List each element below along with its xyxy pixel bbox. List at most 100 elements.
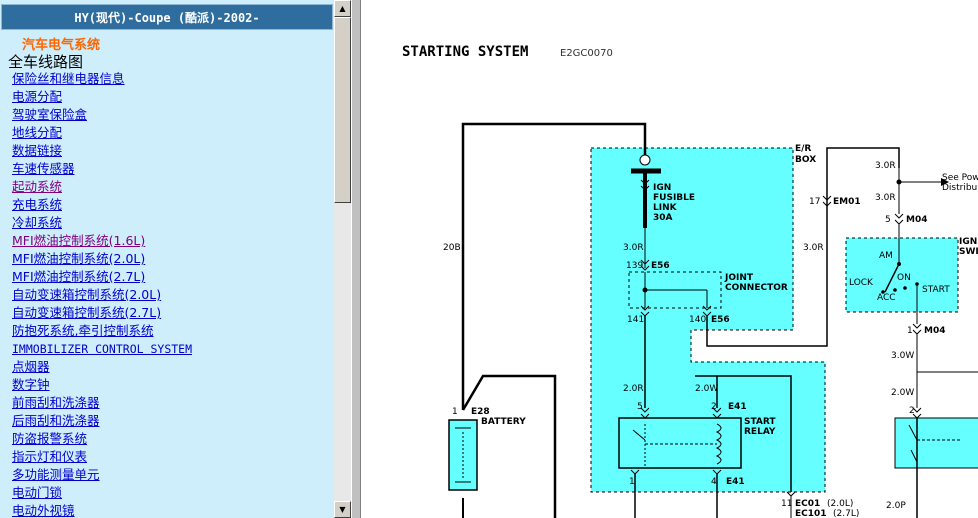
wire-label-30r-b: 3.0R bbox=[803, 243, 824, 253]
ign-switch-label-2: SWI bbox=[959, 247, 978, 257]
diagram-link[interactable]: IMMOBILIZER CONTROL SYSTEM bbox=[12, 342, 193, 356]
connector-ec101: EC101 bbox=[795, 509, 827, 518]
connector-e28: E28 bbox=[471, 407, 490, 417]
pin-1: 1 bbox=[629, 477, 635, 487]
diagram-link[interactable]: 驾驶室保险盒 bbox=[12, 107, 88, 122]
sidebar-scrollbar[interactable]: ▲ ▼ bbox=[334, 0, 351, 518]
see-power-label-1: See Pow bbox=[942, 173, 978, 183]
pin-5: 5 bbox=[637, 402, 643, 412]
diagram-link[interactable]: 电源分配 bbox=[12, 89, 63, 104]
connector-ec01: EC01 bbox=[795, 499, 820, 509]
switch-pos-lock: LOCK bbox=[849, 278, 874, 288]
diagram-link[interactable]: 指示灯和仪表 bbox=[12, 449, 88, 464]
pin-139: 139 bbox=[626, 261, 643, 271]
ign-switch-label-1: IGNI bbox=[959, 237, 978, 247]
wire-label-30r-a: 3.0R bbox=[623, 243, 644, 253]
start-relay bbox=[618, 417, 742, 469]
wire-label-30r-c: 3.0R bbox=[875, 161, 896, 171]
diagram-link[interactable]: 防抱死系统,牵引控制系统 bbox=[12, 323, 154, 338]
diagram-link[interactable]: 自动变速箱控制系统(2.7L) bbox=[12, 305, 162, 320]
diagram-link[interactable]: 地线分配 bbox=[12, 125, 63, 140]
see-power-label-2: Distribu bbox=[942, 183, 977, 193]
diagram-link[interactable]: MFI燃油控制系统(1.6L) bbox=[12, 233, 146, 248]
diagram-link[interactable]: 保险丝和继电器信息 bbox=[12, 71, 125, 86]
switch-pos-on: ON bbox=[897, 273, 911, 283]
navigation-frame: HY(现代)-Coupe (酷派)-2002- 汽车电气系统 全车线路图 保险丝… bbox=[0, 0, 334, 518]
diagram-link-list: 保险丝和继电器信息电源分配驾驶室保险盒地线分配数据链接车速传感器起动系统充电系统… bbox=[12, 70, 192, 518]
diagram-link[interactable]: 起动系统 bbox=[12, 179, 63, 194]
joint-connector-label-1: JOINT bbox=[724, 273, 754, 283]
joint-connector-label-2: CONNECTOR bbox=[725, 283, 788, 293]
wire-battery-start bbox=[461, 374, 557, 518]
pin-11: 11 bbox=[781, 499, 792, 509]
wire-label-20r: 2.0R bbox=[623, 384, 644, 394]
battery-symbol bbox=[448, 419, 478, 491]
vehicle-model-header: HY(现代)-Coupe (酷派)-2002- bbox=[1, 4, 333, 30]
pin-140: 140 bbox=[689, 315, 706, 325]
section-title: 全车线路图 bbox=[8, 53, 84, 71]
diagram-link[interactable]: 电动外视镜 bbox=[12, 503, 75, 518]
wire-label-30w: 3.0W bbox=[891, 351, 914, 361]
diagram-link[interactable]: 自动变速箱控制系统(2.0L) bbox=[12, 287, 162, 302]
category-heading: 汽车电气系统 bbox=[22, 38, 101, 53]
wiring-diagram: E/R BOX IGN FUSIBLE LINK 30A JOINT CONNE… bbox=[443, 122, 978, 518]
pin-5-m04: 5 bbox=[885, 215, 891, 225]
diagram-link[interactable]: 数字钟 bbox=[12, 377, 50, 392]
pin-4: 4 bbox=[711, 477, 717, 487]
connector-ec01-engine: (2.0L) bbox=[827, 499, 853, 509]
ignition-switch-box bbox=[845, 237, 959, 313]
frame-divider[interactable] bbox=[351, 0, 361, 518]
switch-pos-am: AM bbox=[879, 251, 893, 261]
arrow-down-icon[interactable]: ▼ bbox=[334, 501, 351, 518]
switch-pos-acc: ACC bbox=[877, 293, 896, 303]
diagram-link[interactable]: 冷却系统 bbox=[12, 215, 63, 230]
diagram-link[interactable]: MFI燃油控制系统(2.7L) bbox=[12, 269, 146, 284]
wire-label-20p: 2.0P bbox=[886, 501, 906, 511]
wire-label-30r-d: 3.0R bbox=[875, 193, 896, 203]
pin-141: 141 bbox=[627, 315, 644, 325]
diagram-link[interactable]: 数据链接 bbox=[12, 143, 63, 158]
diagram-frame: STARTING SYSTEM E2GC0070 bbox=[361, 0, 978, 518]
connector-e41-top: E41 bbox=[728, 402, 747, 412]
connector-em01: EM01 bbox=[833, 197, 861, 207]
diagram-link[interactable]: MFI燃油控制系统(2.0L) bbox=[12, 251, 146, 266]
connector-e41-bottom: E41 bbox=[726, 477, 745, 487]
arrow-up-icon[interactable]: ▲ bbox=[334, 0, 351, 17]
er-box-label-line1: E/R bbox=[795, 144, 811, 154]
ign-link-label-4: 30A bbox=[653, 213, 673, 223]
pin-1-battery: 1 bbox=[452, 407, 458, 417]
er-box-region bbox=[590, 147, 826, 493]
pin-2: 2 bbox=[711, 402, 717, 412]
joint-connector bbox=[628, 271, 722, 309]
diagram-link[interactable]: 充电系统 bbox=[12, 197, 63, 212]
wire-label-20b: 20B bbox=[443, 243, 461, 253]
connector-e56-bottom: E56 bbox=[711, 315, 730, 325]
er-box-label-line2: BOX bbox=[795, 155, 816, 165]
ign-link-label-3: LINK bbox=[653, 203, 678, 213]
diagram-link[interactable]: 多功能测量单元 bbox=[12, 467, 100, 482]
start-relay-label-2: RELAY bbox=[744, 427, 776, 437]
switch-pos-start: START bbox=[922, 285, 950, 295]
wire-label-20w-b: 2.0W bbox=[891, 388, 914, 398]
diagram-link[interactable]: 电动门锁 bbox=[12, 485, 63, 500]
pin-17: 17 bbox=[809, 197, 820, 207]
connector-ec101-engine: (2.7L) bbox=[833, 509, 859, 518]
pin-2-right: 2 bbox=[909, 406, 915, 416]
diagram-link[interactable]: 防盗报警系统 bbox=[12, 431, 88, 446]
connector-e56-top: E56 bbox=[651, 261, 670, 271]
ign-link-label-2: FUSIBLE bbox=[653, 193, 695, 203]
wire-20b bbox=[461, 122, 647, 410]
connector-m04-top: M04 bbox=[906, 215, 927, 225]
wire-label-20w: 2.0W bbox=[695, 384, 718, 394]
diagram-link[interactable]: 后雨刮和洗涤器 bbox=[12, 413, 100, 428]
ign-link-label-1: IGN bbox=[653, 183, 671, 193]
diagram-code: E2GC0070 bbox=[560, 48, 613, 59]
scrollbar-thumb[interactable] bbox=[334, 17, 351, 203]
pin-1-m04: 1 bbox=[907, 326, 913, 336]
diagram-link[interactable]: 前雨刮和洗涤器 bbox=[12, 395, 100, 410]
connector-m04-bottom: M04 bbox=[924, 326, 945, 336]
diagram-link[interactable]: 车速传感器 bbox=[12, 161, 75, 176]
diagram-link[interactable]: 点烟器 bbox=[12, 359, 50, 374]
start-relay-label-1: START bbox=[744, 417, 776, 427]
right-component-box bbox=[894, 417, 978, 469]
